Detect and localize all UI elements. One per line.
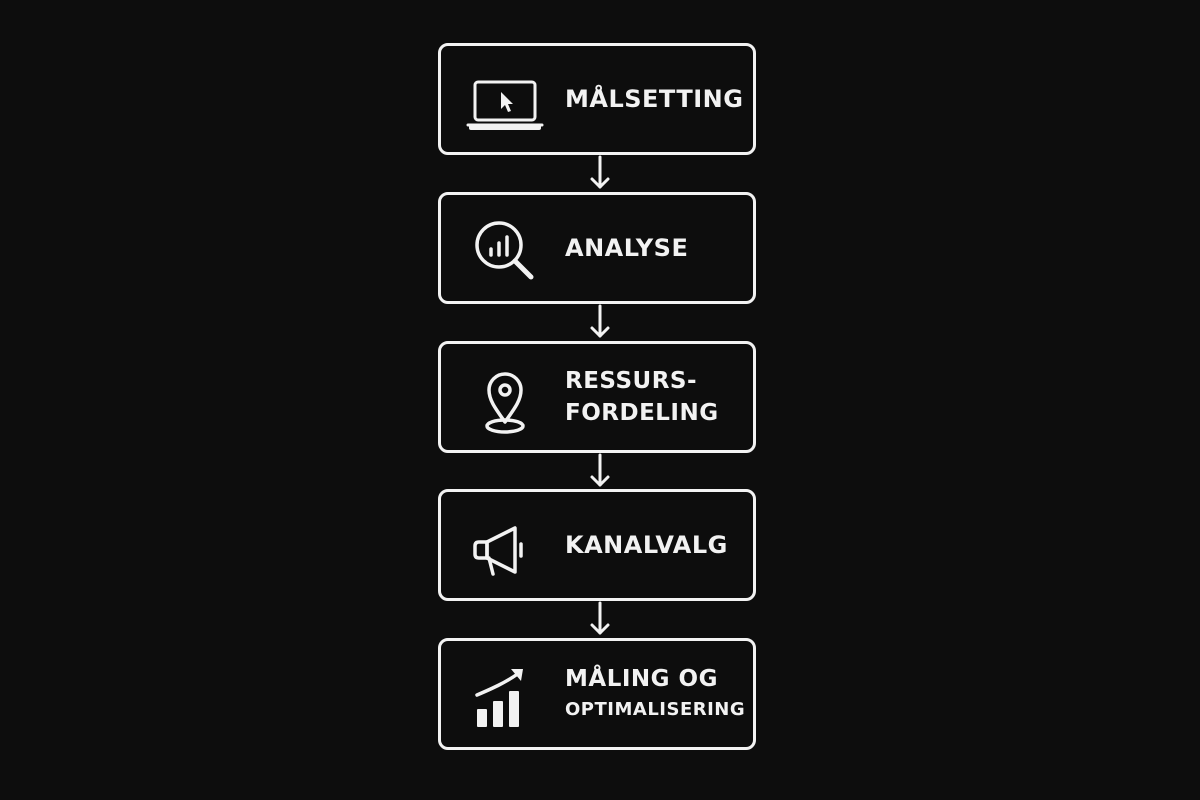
step-title-line-1: RESSURS- — [565, 368, 698, 394]
megaphone-icon — [465, 508, 545, 588]
step-title: KANALVALG — [565, 531, 728, 559]
location-pin-icon — [465, 360, 545, 440]
step-ressursfordeling: RESSURS- FORDELING — [438, 341, 756, 453]
magnifier-chart-icon — [465, 211, 545, 291]
step-title-line-2: OPTIMALISERING — [565, 699, 746, 720]
step-title: MÅLSETTING — [565, 85, 744, 113]
step-label: ANALYSE — [565, 195, 743, 301]
arrow-down-icon — [588, 453, 612, 489]
step-malsetting: MÅLSETTING — [438, 43, 756, 155]
step-kanalvalg: KANALVALG — [438, 489, 756, 601]
step-maling-og-optimalisering: MÅLING OG OPTIMALISERING — [438, 638, 756, 750]
step-label: MÅLSETTING — [565, 46, 743, 152]
growth-chart-icon — [465, 657, 545, 737]
arrow-down-icon — [588, 304, 612, 340]
step-label: RESSURS- FORDELING — [565, 344, 743, 450]
arrow-down-icon — [588, 155, 612, 191]
step-label: KANALVALG — [565, 492, 743, 598]
step-label: MÅLING OG OPTIMALISERING — [565, 641, 746, 747]
step-title: ANALYSE — [565, 234, 689, 262]
step-title-line-2: FORDELING — [565, 400, 719, 426]
step-analyse: ANALYSE — [438, 192, 756, 304]
laptop-cursor-icon — [465, 62, 545, 142]
step-title-line-1: MÅLING OG — [565, 666, 718, 692]
arrow-down-icon — [588, 601, 612, 637]
